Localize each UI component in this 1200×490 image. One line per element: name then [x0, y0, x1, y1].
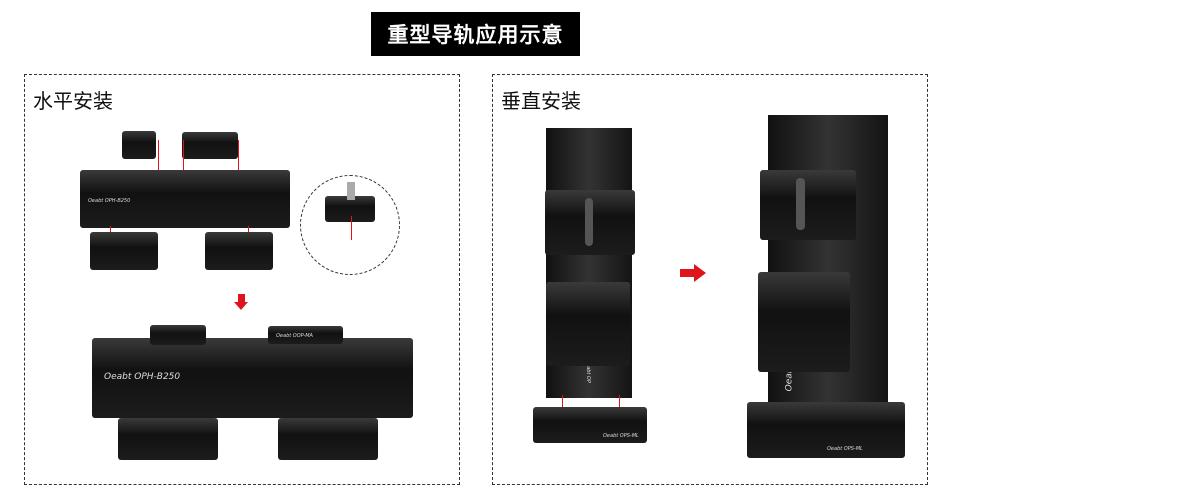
page-title: 重型导轨应用示意 — [371, 12, 580, 56]
mount-left-assembled — [118, 418, 218, 460]
carriage-logo: Oeabt OOP-MA — [276, 333, 313, 339]
base-plate-assembled: Oeabt OPS-ML — [747, 402, 905, 458]
carriage-vertical-assembled — [758, 272, 850, 372]
base-plate-exploded: Oeabt OPS-ML — [533, 407, 647, 443]
rail-exploded: Oeabt OPH-B250 — [80, 170, 290, 228]
plate-slotted — [545, 190, 635, 255]
vertical-install-label: 垂直安装 — [501, 89, 581, 113]
rail-logo: Oeabt OPH-B250 — [88, 198, 131, 204]
carriage-plain — [122, 131, 156, 159]
horizontal-install-panel: 水平安装 — [24, 74, 460, 485]
detail-callout — [300, 175, 400, 275]
arrow-right-icon — [680, 264, 706, 282]
carriage-plain-assembled — [150, 325, 206, 345]
carriage-tapped — [182, 132, 238, 159]
mount-left — [90, 232, 158, 270]
rail-logo-assembled: Oeabt OPH-B250 — [104, 372, 181, 382]
mount-right — [205, 232, 273, 270]
mount-right-assembled — [278, 418, 378, 460]
horizontal-install-label: 水平安装 — [33, 89, 113, 113]
carriage-tapped-assembled: Oeabt OOP-MA — [268, 326, 343, 344]
plate-slotted-assembled — [760, 170, 856, 240]
arrow-down-icon — [234, 294, 248, 310]
vertical-install-panel: 垂直安装 — [492, 74, 928, 485]
rail-assembled: Oeabt OPH-B250 — [92, 338, 413, 418]
carriage-vertical — [546, 282, 630, 366]
